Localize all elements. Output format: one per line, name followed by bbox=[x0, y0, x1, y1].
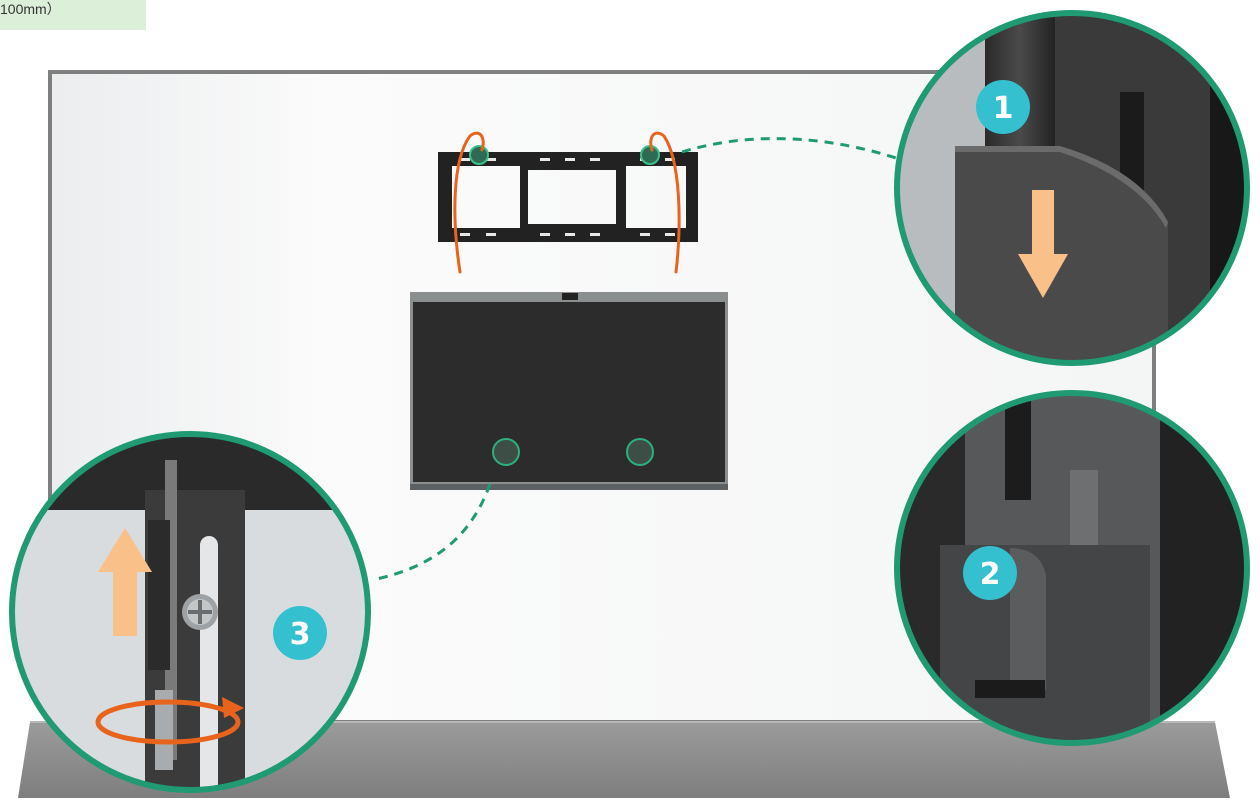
camera-icon bbox=[562, 293, 578, 300]
up-arrow-icon bbox=[98, 528, 152, 636]
guide-lines bbox=[453, 131, 681, 274]
caption-box: 100mm） bbox=[0, 0, 146, 30]
step-badge-2 bbox=[963, 546, 1017, 600]
rotate-arrow-icon bbox=[95, 697, 244, 745]
step-number-2: 2 bbox=[980, 557, 1001, 592]
caption-text: 100mm） bbox=[0, 1, 61, 17]
step-number-3: 3 bbox=[290, 617, 311, 652]
down-arrow-icon bbox=[1018, 190, 1068, 298]
screw-marker-left bbox=[492, 438, 520, 466]
step-badge-1 bbox=[976, 80, 1030, 134]
screw-icon bbox=[182, 594, 218, 630]
wall-bracket bbox=[438, 145, 698, 242]
floor bbox=[18, 722, 1230, 798]
callout-connectors bbox=[371, 137, 897, 582]
display-panel bbox=[410, 292, 728, 490]
screw-marker-right bbox=[626, 438, 654, 466]
step-number-1: 1 bbox=[993, 91, 1014, 126]
hook-marker-left bbox=[469, 145, 489, 165]
callout-step-2: 2 bbox=[894, 390, 1250, 746]
step-badge-3 bbox=[273, 606, 327, 660]
callout-step-1: 1 bbox=[894, 10, 1250, 366]
hook-marker-right bbox=[640, 145, 660, 165]
